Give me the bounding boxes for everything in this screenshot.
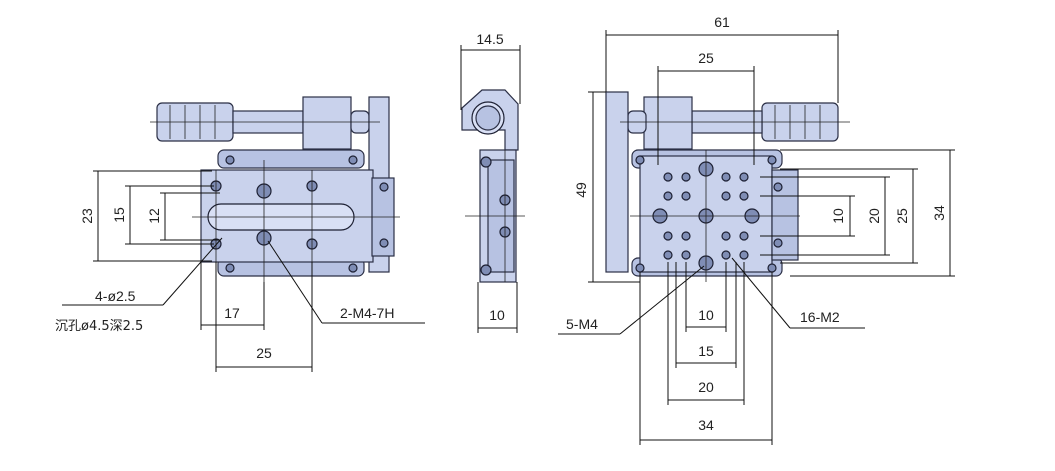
dim-25-right: 25	[894, 208, 910, 224]
dim-49: 49	[573, 182, 589, 198]
dim-10-bottom: 10	[698, 307, 714, 323]
dim-23: 23	[79, 208, 95, 224]
right-side-plate	[605, 91, 629, 273]
callout-m2: 16-M2	[800, 309, 840, 325]
dim-10-side: 10	[489, 307, 505, 323]
dim-34-right: 34	[931, 205, 947, 221]
right-view: 61 25 49 10 20 25 34 10 15	[558, 14, 955, 445]
left-spindle-housing	[302, 96, 352, 150]
dim-14-5: 14.5	[476, 31, 503, 47]
m2-hole	[663, 172, 673, 182]
right-spindle-housing	[643, 96, 693, 150]
dim-17: 17	[224, 305, 240, 321]
left-view: 23 15 12 17 25 4-ø2.5 沉孔ø4.5深2.5 2-M4-7H	[55, 96, 425, 372]
dim-25-top: 25	[698, 50, 714, 66]
dim-61: 61	[714, 14, 730, 30]
dim-12: 12	[146, 208, 162, 224]
left-rail-top	[217, 149, 365, 169]
dim-34-bottom: 34	[698, 417, 714, 433]
dim-10-right: 10	[830, 208, 846, 224]
callout-counterbore: 沉孔ø4.5深2.5	[55, 319, 143, 334]
dim-25-left: 25	[256, 345, 272, 361]
callout-holes: 4-ø2.5	[95, 288, 136, 304]
side-view: 14.5 10	[460, 31, 525, 333]
dim-15: 15	[111, 207, 127, 223]
callout-tapped: 2-M4-7H	[340, 305, 394, 321]
dim-15-bottom: 15	[698, 343, 714, 359]
callout-m4: 5-M4	[566, 316, 598, 332]
dim-20-bottom: 20	[698, 379, 714, 395]
dim-20-right: 20	[866, 208, 882, 224]
